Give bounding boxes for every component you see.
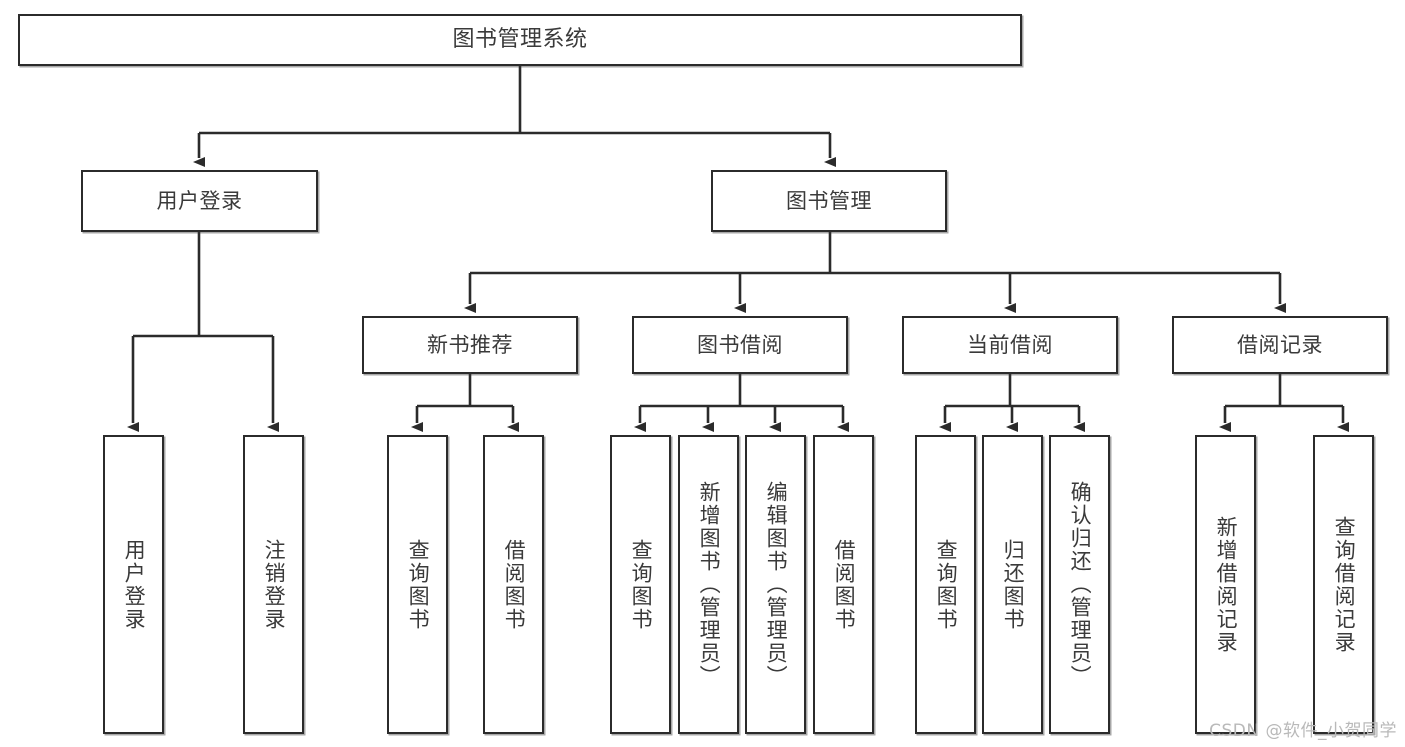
connectors-newbook-to-leaves — [411, 374, 519, 432]
node-leaf-query-book-3-label: 查询图书 — [934, 538, 959, 631]
node-leaf-user-login-label: 用户登录 — [122, 538, 147, 631]
node-leaf-add-book[interactable]: 新增图书（管理员） — [678, 435, 739, 734]
connectors-userlogin-to-leaves — [127, 232, 279, 432]
node-leaf-query-book-2-label: 查询图书 — [629, 538, 654, 631]
connectors-borrowrecord-to-leaves — [1219, 374, 1349, 432]
connectors-bookborrow-to-leaves — [634, 374, 849, 432]
node-borrow-record[interactable]: 借阅记录 — [1172, 316, 1388, 374]
node-leaf-query-book-3[interactable]: 查询图书 — [915, 435, 976, 734]
node-leaf-borrow-book-2[interactable]: 借阅图书 — [813, 435, 874, 734]
node-current-borrow[interactable]: 当前借阅 — [902, 316, 1118, 374]
node-leaf-confirm-return[interactable]: 确认归还（管理员） — [1049, 435, 1110, 734]
node-leaf-add-book-label: 新增图书（管理员） — [697, 481, 722, 688]
node-current-borrow-label: 当前借阅 — [967, 332, 1053, 357]
node-leaf-logout-label: 注销登录 — [262, 538, 287, 631]
node-leaf-edit-book-label: 编辑图书（管理员） — [764, 481, 789, 688]
node-root[interactable]: 图书管理系统 — [18, 14, 1022, 66]
node-book-borrow-label: 图书借阅 — [697, 332, 783, 357]
connectors-currentborrow-to-leaves — [939, 374, 1085, 432]
node-root-label: 图书管理系统 — [452, 27, 588, 53]
node-user-login[interactable]: 用户登录 — [81, 170, 318, 232]
node-leaf-query-record[interactable]: 查询借阅记录 — [1313, 435, 1374, 734]
node-book-borrow[interactable]: 图书借阅 — [632, 316, 848, 374]
node-leaf-borrow-book-2-label: 借阅图书 — [832, 538, 857, 631]
node-book-manage-label: 图书管理 — [786, 188, 872, 213]
node-leaf-user-login[interactable]: 用户登录 — [103, 435, 164, 734]
node-leaf-borrow-book-1-label: 借阅图书 — [502, 538, 527, 631]
node-user-login-label: 用户登录 — [156, 188, 243, 213]
node-borrow-record-label: 借阅记录 — [1237, 332, 1323, 357]
node-leaf-return-book-label: 归还图书 — [1001, 538, 1026, 631]
connectors-bookmanage-to-level3 — [464, 232, 1286, 313]
node-leaf-query-book-1[interactable]: 查询图书 — [387, 435, 448, 734]
node-new-book-rec[interactable]: 新书推荐 — [362, 316, 578, 374]
node-new-book-rec-label: 新书推荐 — [427, 332, 513, 357]
node-leaf-borrow-book-1[interactable]: 借阅图书 — [483, 435, 544, 734]
node-leaf-edit-book[interactable]: 编辑图书（管理员） — [745, 435, 806, 734]
connectors-root-to-level2 — [193, 66, 836, 167]
node-leaf-query-record-label: 查询借阅记录 — [1332, 515, 1357, 654]
node-leaf-confirm-return-label: 确认归还（管理员） — [1068, 481, 1093, 688]
node-leaf-add-record[interactable]: 新增借阅记录 — [1195, 435, 1256, 734]
node-leaf-query-book-2[interactable]: 查询图书 — [610, 435, 671, 734]
node-leaf-return-book[interactable]: 归还图书 — [982, 435, 1043, 734]
node-leaf-add-record-label: 新增借阅记录 — [1214, 515, 1239, 654]
node-leaf-query-book-1-label: 查询图书 — [406, 538, 431, 631]
node-book-manage[interactable]: 图书管理 — [711, 170, 947, 232]
node-leaf-logout[interactable]: 注销登录 — [243, 435, 304, 734]
